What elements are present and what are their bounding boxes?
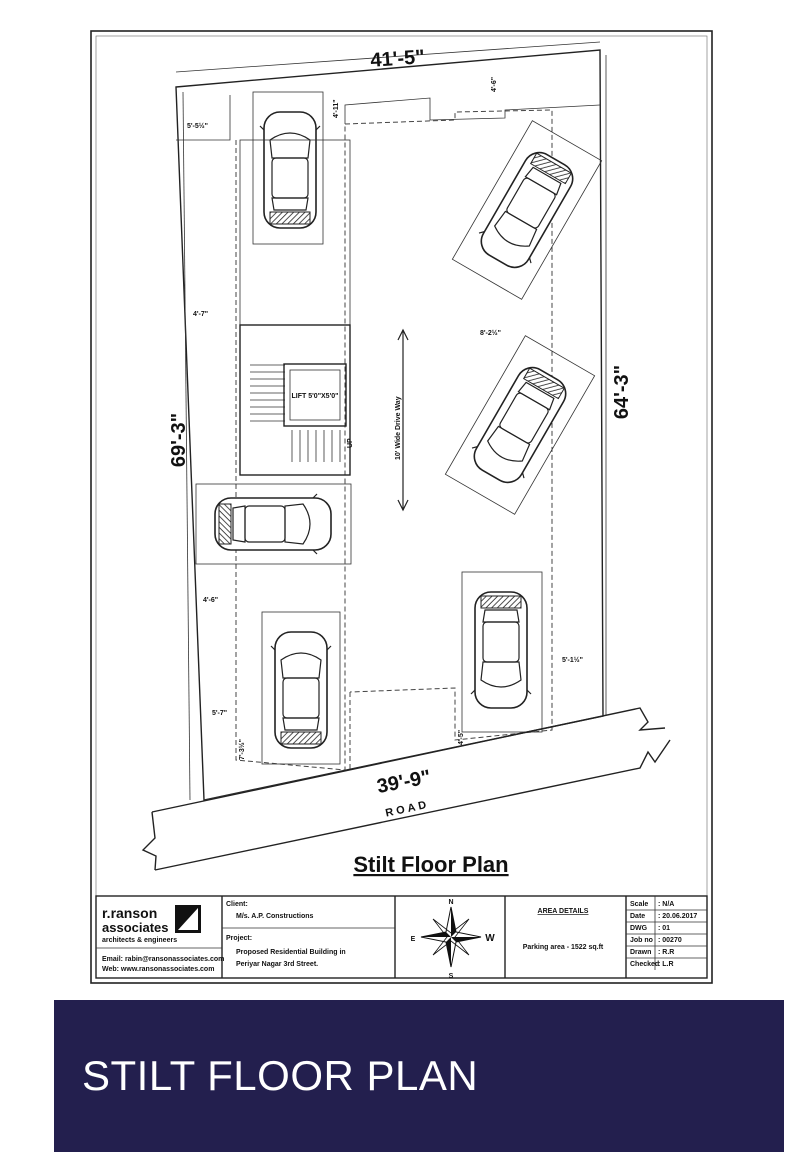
small-dim-7: 5'-1½"	[562, 656, 583, 664]
meta-val-1: : 20.06.2017	[658, 913, 697, 920]
logo-line2: associates	[102, 920, 169, 935]
meta-val-2: : 01	[658, 925, 670, 932]
dim-left: 69'-3"	[168, 413, 190, 467]
top-left-setback	[176, 95, 231, 141]
building-left-wall	[235, 124, 346, 771]
dim-bottom: 39'-9"	[375, 766, 432, 798]
logo-tagline: architects & engineers	[102, 937, 177, 944]
meta-key-2: DWG	[630, 925, 648, 932]
small-dim-5: 7'-3½"	[238, 739, 246, 760]
meta-key-0: Scale	[630, 901, 648, 908]
compass-e: E	[411, 936, 416, 943]
small-dim-1: 5'-5½"	[187, 122, 208, 130]
logo-line1: r.ranson	[102, 905, 157, 921]
parking-stall-1	[252, 91, 324, 245]
small-dim-2: 4'-7"	[193, 311, 208, 318]
caption-title: STILT FLOOR PLAN	[82, 1052, 479, 1099]
parking-stall-3	[261, 611, 341, 765]
driveway-label: 10' Wide Drive Way	[395, 396, 402, 460]
drawing-sheet: LIFT 5'0"X5'0" UP 10' Wide Drive Way 41'…	[90, 30, 713, 984]
car-6	[470, 591, 532, 709]
compass-n: N	[448, 899, 453, 906]
up-label: UP	[347, 438, 354, 448]
dim-right: 64'-3"	[611, 365, 633, 419]
small-dim-6: 8'-2½"	[480, 329, 501, 337]
parking-stall-2	[195, 483, 352, 565]
lift-car	[289, 369, 341, 421]
area-text: Parking area - 1522 sq.ft	[523, 944, 604, 951]
parking-stall-5	[444, 335, 596, 515]
logo-mark	[175, 905, 201, 933]
stair-lift-core	[239, 324, 351, 476]
small-dim-10: 4'-11"	[333, 99, 340, 118]
meta-key-5: Checked	[630, 961, 659, 968]
top-setback-line	[344, 97, 601, 124]
meta-val-5: : L.R	[658, 961, 674, 968]
sheet-border	[90, 30, 713, 984]
compass-s: S	[449, 973, 454, 980]
small-dim-3: 4'-6"	[203, 597, 218, 604]
meta-val-0: : N/A	[658, 901, 674, 908]
compass-rose-icon	[420, 906, 482, 968]
meta-val-3: : 00270	[658, 937, 682, 944]
project-line1: Proposed Residential Building in	[236, 949, 346, 956]
car-3	[270, 631, 332, 749]
staircase	[250, 364, 341, 462]
client-label: Client:	[226, 901, 248, 908]
lift-shaft	[283, 363, 347, 427]
plan-title: Stilt Floor Plan	[353, 852, 508, 877]
project-line2: Periyar Nagar 3rd Street.	[236, 961, 318, 968]
small-dim-9: 4'-6"	[491, 77, 498, 92]
meta-key-4: Drawn	[630, 949, 651, 956]
client-name: M/s. A.P. Constructions	[236, 913, 314, 920]
small-dim-8: 4'-5"	[458, 730, 465, 745]
top-dim-line	[175, 41, 601, 73]
left-dim-line	[182, 91, 191, 801]
dim-top: 41'-5"	[370, 46, 426, 72]
road	[141, 707, 671, 871]
floor-plan-drawing: LIFT 5'0"X5'0" UP 10' Wide Drive Way 41'…	[90, 30, 713, 984]
project-label: Project:	[226, 935, 252, 942]
small-dim-4: 5'-7"	[212, 710, 227, 717]
lift-label: LIFT 5'0"X5'0"	[292, 393, 339, 400]
meta-key-3: Job no	[630, 937, 653, 944]
caption-banner: STILT FLOOR PLAN	[54, 1000, 784, 1152]
car-2	[214, 493, 332, 555]
parking-stall-6	[461, 571, 543, 733]
car-1	[259, 111, 321, 229]
contact-email: Email: rabin@ransonassociates.com	[102, 956, 224, 963]
contact-web: Web: www.ransonassociates.com	[102, 966, 214, 973]
meta-val-4: : R.R	[658, 949, 674, 956]
driveway-arrow	[397, 328, 409, 512]
area-heading: AREA DETAILS	[538, 908, 589, 915]
meta-key-1: Date	[630, 913, 645, 920]
parking-stall-4	[451, 120, 603, 300]
compass-w: W	[485, 933, 495, 944]
